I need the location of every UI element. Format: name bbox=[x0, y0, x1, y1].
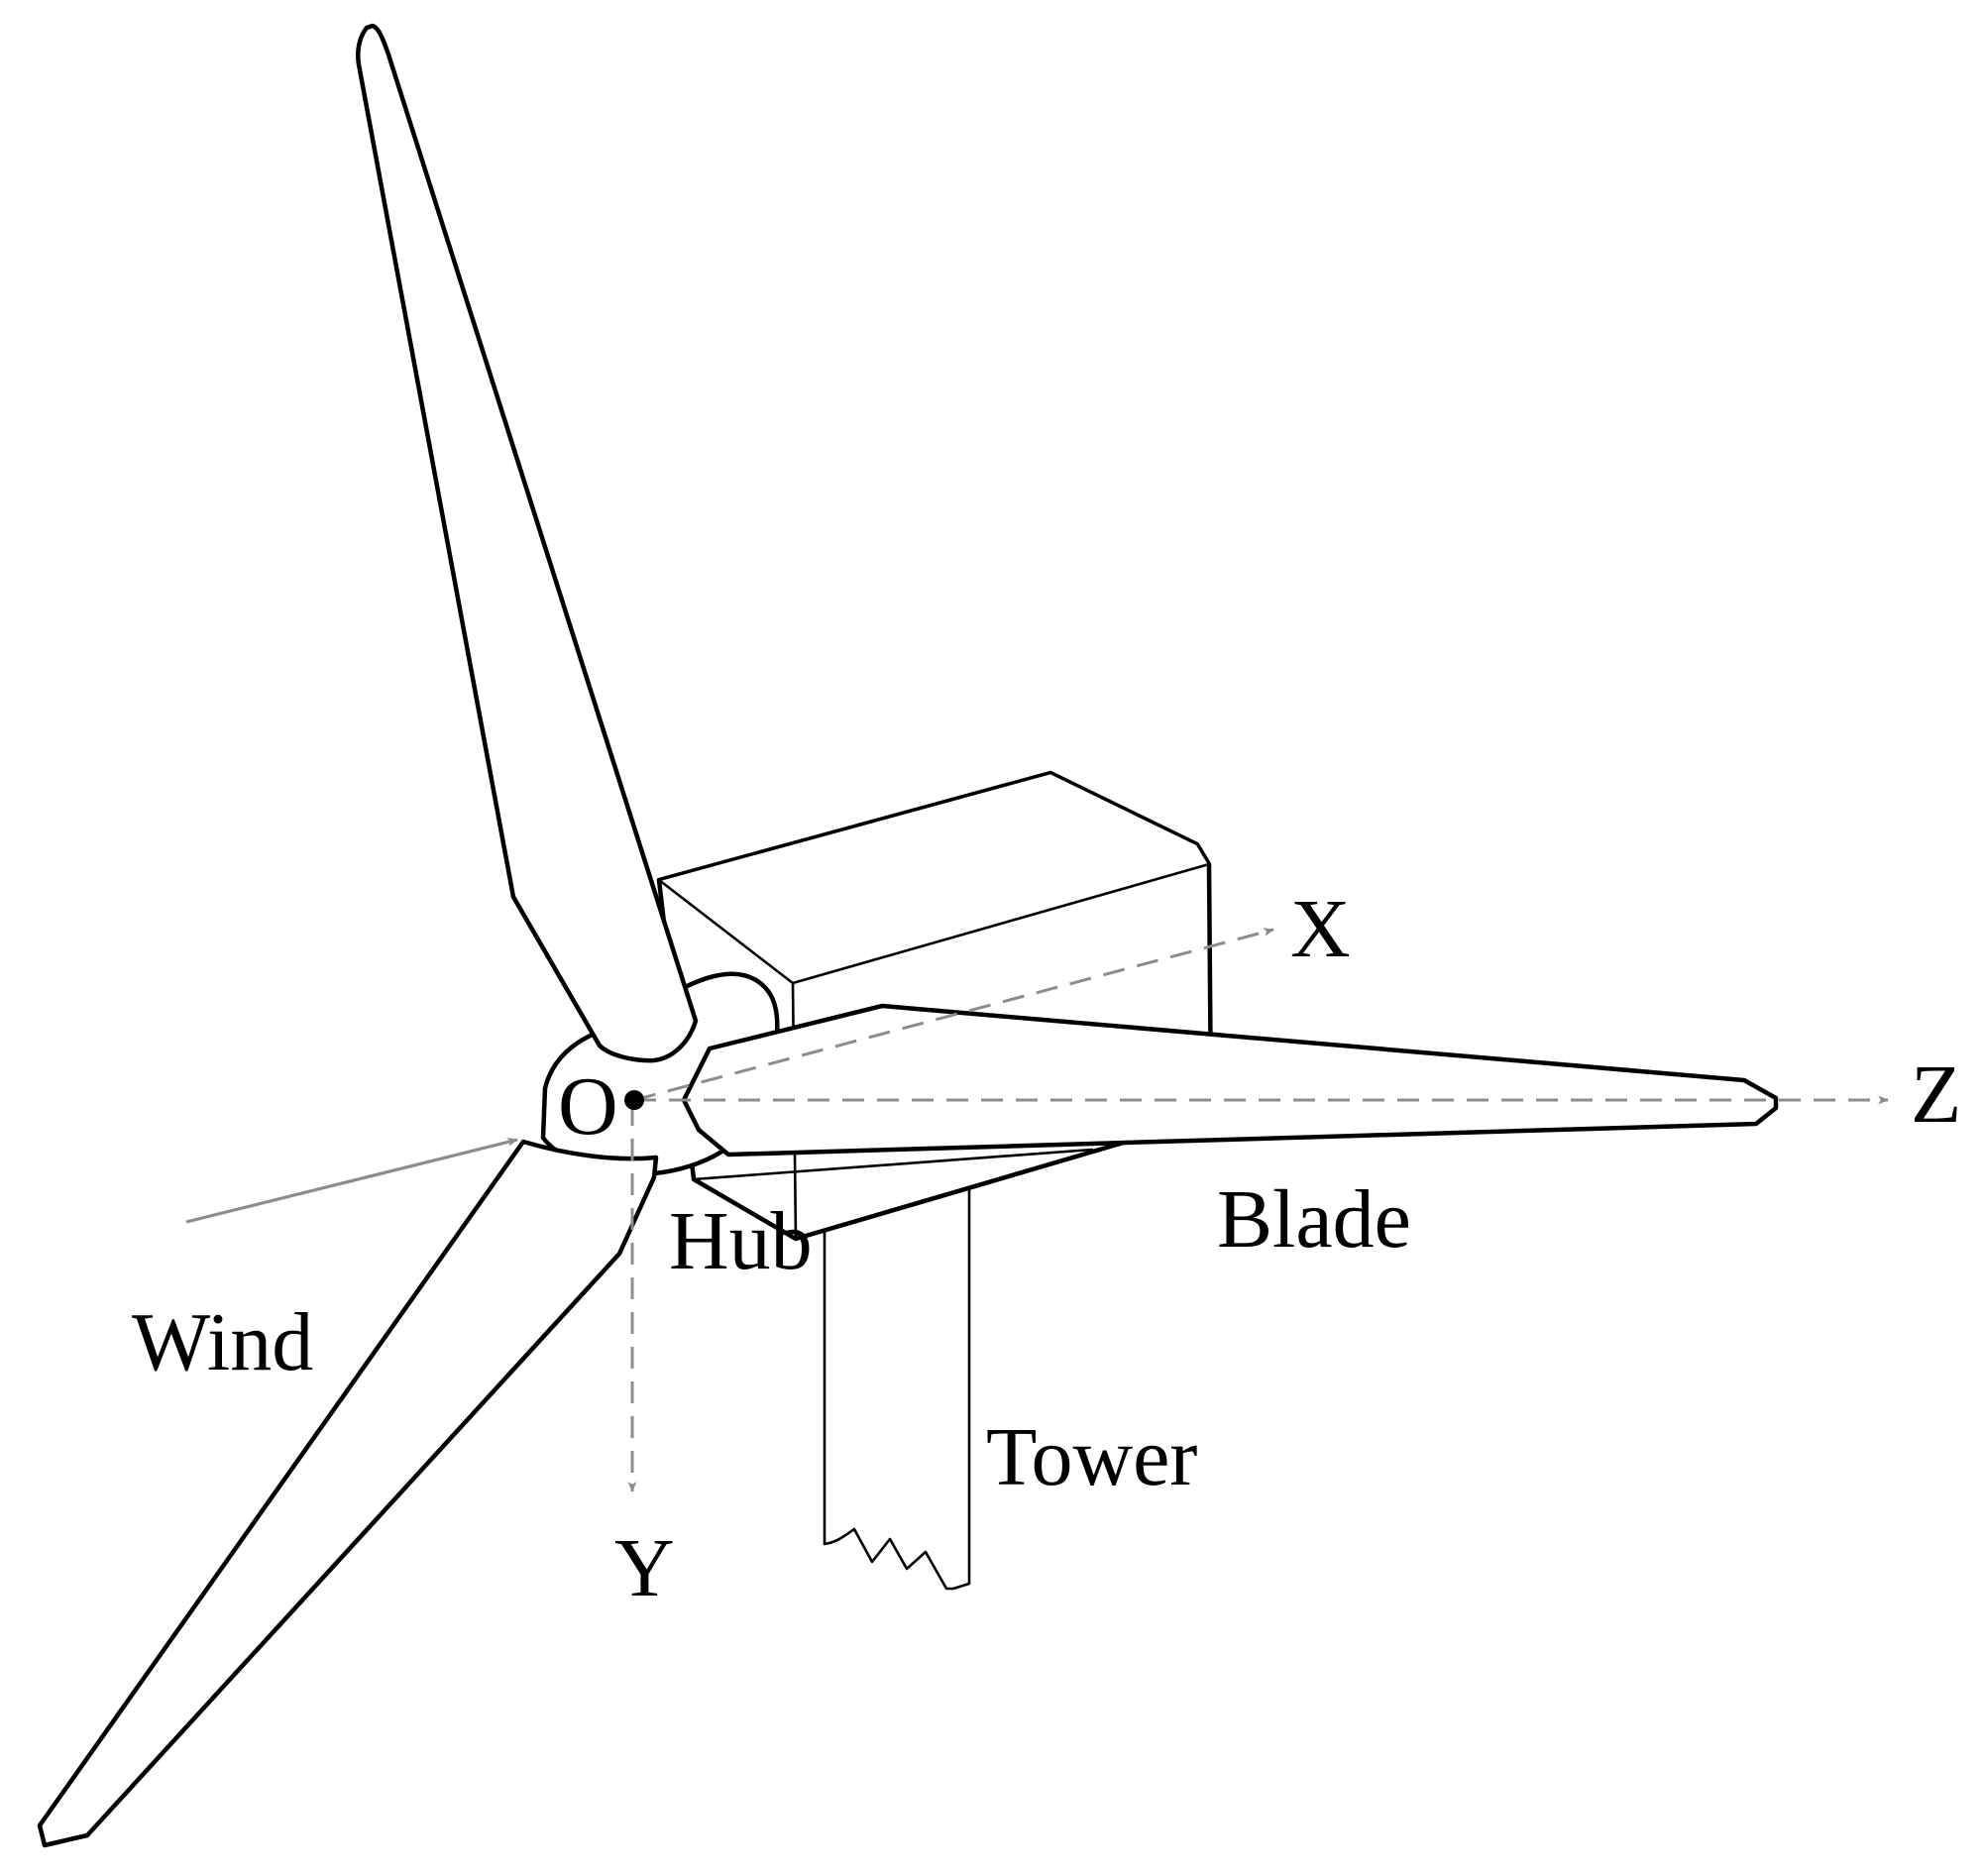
blade-top bbox=[356, 23, 699, 1063]
z-axis-label: Z bbox=[1911, 1048, 1961, 1141]
hub-label: Hub bbox=[669, 1195, 813, 1287]
x-axis-label: X bbox=[1290, 883, 1351, 975]
origin-label: O bbox=[558, 1060, 618, 1153]
y-axis-label: Y bbox=[614, 1522, 675, 1614]
origin-point bbox=[624, 1090, 644, 1110]
coordinate-axes bbox=[627, 928, 1889, 1492]
tower-label: Tower bbox=[986, 1411, 1197, 1503]
blade-label: Blade bbox=[1217, 1173, 1411, 1266]
wind-arrow bbox=[185, 1138, 518, 1224]
blade-lower bbox=[37, 1139, 659, 1848]
blade-horizontal bbox=[681, 1003, 1779, 1158]
tower bbox=[823, 1180, 971, 1591]
x-axis-line bbox=[633, 928, 1274, 1102]
wind-label: Wind bbox=[132, 1296, 313, 1388]
